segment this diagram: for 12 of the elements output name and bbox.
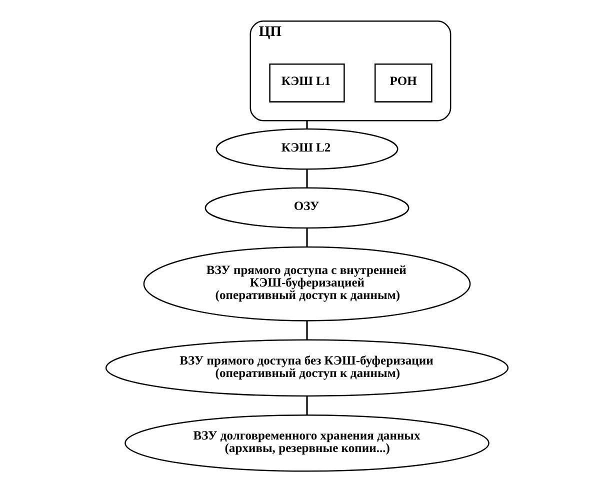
connector (306, 120, 308, 129)
node-box: РОН (374, 63, 432, 102)
node-box: КЭШ L1 (268, 63, 344, 102)
node-ellipse: ВЗУ долговременного хранения данных (архивы, резервные копии...) (124, 414, 489, 472)
node-ellipse: ВЗУ прямого доступа с внутренней КЭШ-буферизацией (оперативный доступ к данным) (142, 246, 470, 322)
connector (306, 396, 308, 415)
node-ellipse: КЭШ L2 (215, 128, 398, 170)
connector (306, 169, 308, 188)
node-ellipse: ОЗУ (204, 187, 409, 229)
connector (306, 228, 308, 247)
connector (306, 321, 308, 340)
node-ellipse: ВЗУ прямого доступа без КЭШ-буферизации (оперативный доступ к данным) (104, 339, 508, 397)
